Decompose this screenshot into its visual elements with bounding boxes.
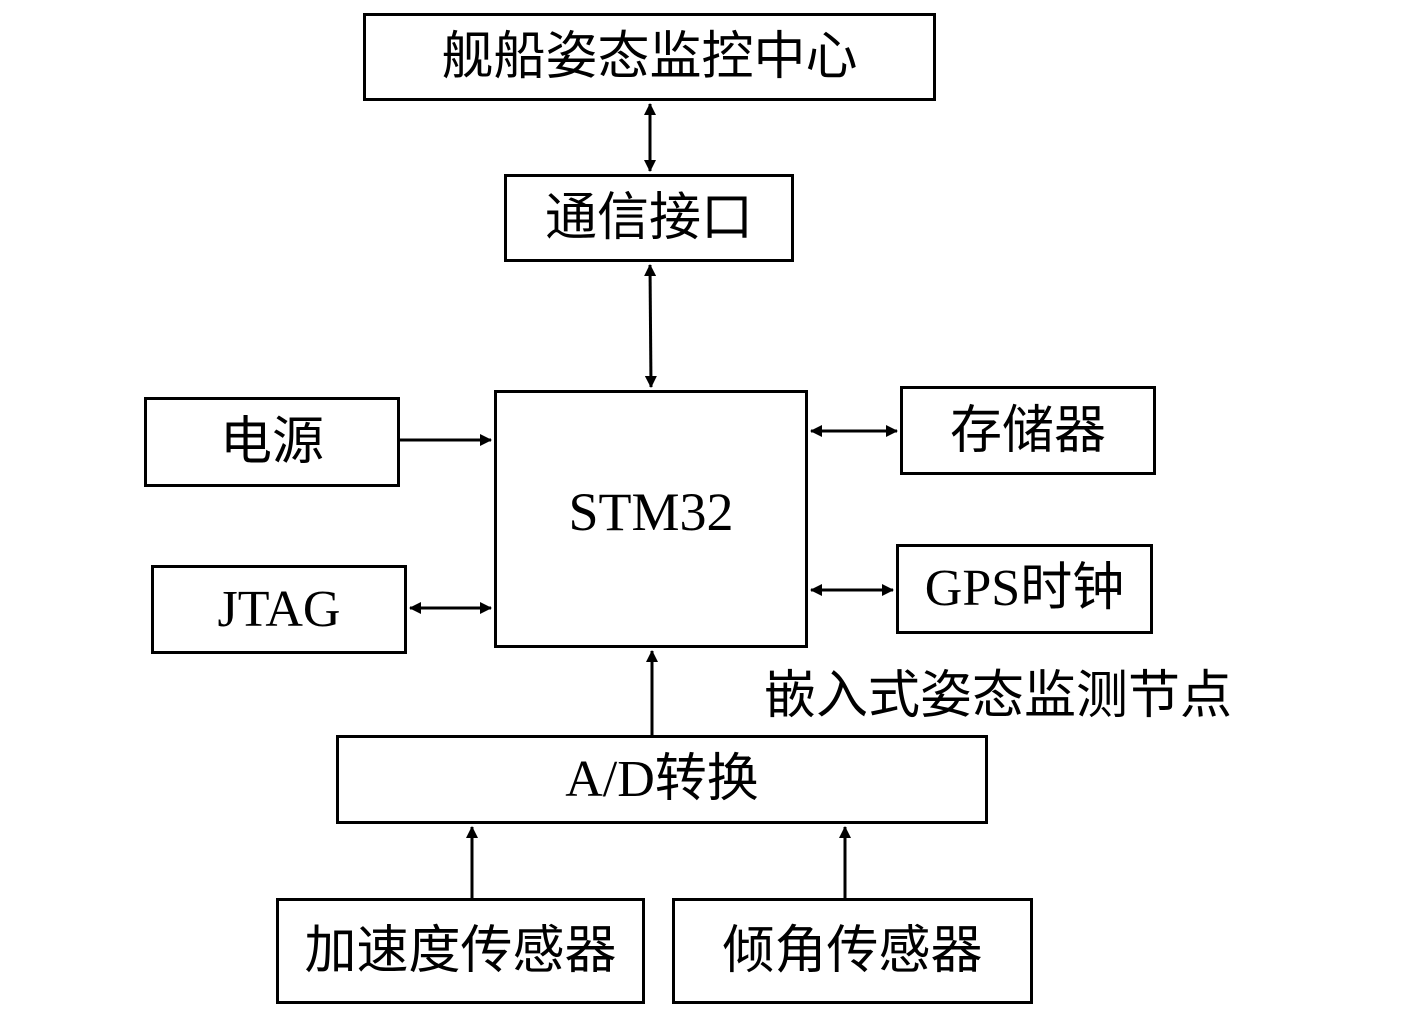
tilt-sensor-label: 倾角传感器 <box>722 921 983 981</box>
storage-block: 存储器 <box>900 386 1156 475</box>
arrow-comm-stm32 <box>644 264 657 388</box>
mcu-label: STM32 <box>568 482 734 542</box>
tilt-sensor-block: 倾角传感器 <box>672 898 1033 1004</box>
monitor-center-label: 舰船姿态监控中心 <box>441 27 858 87</box>
monitor-center-block: 舰船姿态监控中心 <box>363 13 936 101</box>
jtag-block: JTAG <box>151 565 407 654</box>
storage-label: 存储器 <box>949 400 1106 461</box>
gps-clock-block: GPS时钟 <box>896 544 1153 634</box>
accel-sensor-block: 加速度传感器 <box>276 898 645 1004</box>
node-caption: 嵌入式姿态监测节点 <box>764 666 1233 726</box>
ad-converter-block: A/D转换 <box>336 735 988 824</box>
power-label: 电源 <box>219 412 324 472</box>
jtag-label: JTAG <box>217 580 341 638</box>
accel-sensor-label: 加速度传感器 <box>304 921 617 981</box>
comm-interface-block: 通信接口 <box>504 174 794 262</box>
ad-converter-label: A/D转换 <box>565 750 759 808</box>
comm-interface-label: 通信接口 <box>544 188 753 248</box>
mcu-block: STM32 <box>494 390 808 648</box>
power-block: 电源 <box>144 397 400 487</box>
gps-clock-label: GPS时钟 <box>924 560 1125 617</box>
